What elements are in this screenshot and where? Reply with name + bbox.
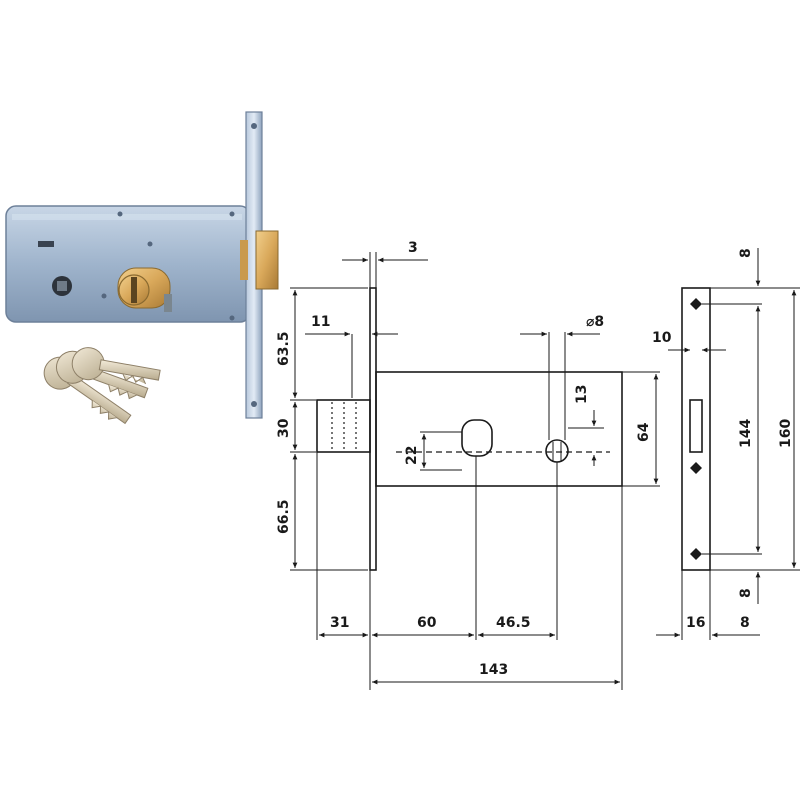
strike-dim-hole-span: 144 [738, 419, 754, 448]
dim-bottom: 66.5 [276, 499, 292, 534]
strike-dim-width: 10 [652, 330, 672, 346]
dim-faceplate-thickness: 3 [408, 240, 418, 256]
cylinder-outline [545, 439, 569, 463]
dim-cylinder-offset: 13 [574, 385, 590, 404]
strike-dim-bottom-margin: 8 [738, 588, 754, 598]
strike-dim-plate-width: 16 [686, 615, 705, 631]
dim-follower-height: 22 [404, 446, 420, 465]
dim-bolt-height: 30 [276, 418, 292, 438]
screw-hole-middle [690, 462, 702, 474]
bolt-outline [316, 399, 371, 453]
strike-slot [689, 399, 703, 453]
latch-bolt [255, 230, 279, 290]
strike-plate-outline [681, 287, 711, 571]
lock-photo [5, 111, 279, 419]
case-outline [375, 371, 623, 487]
slot [38, 241, 54, 247]
screw-hole-bottom [690, 548, 702, 560]
screw-hole-top [690, 298, 702, 310]
strike-dim-side-margin: 8 [740, 615, 750, 631]
front-view: 3 11 ⌀8 63.5 30 66.5 22 13 64 31 60 46.5… [276, 240, 660, 690]
follower-outline [461, 419, 493, 457]
dim-bolt-projection: 31 [330, 615, 349, 631]
keys [43, 347, 161, 425]
strike-view: 8 8 10 144 160 16 8 [652, 248, 800, 640]
dim-spacing: 46.5 [496, 615, 531, 631]
dim-bolt-offset: 11 [311, 314, 330, 330]
strike-dim-total-height: 160 [778, 419, 794, 448]
dim-case-height: 64 [636, 422, 652, 442]
lock-cylinder [117, 267, 172, 312]
dim-backset: 60 [417, 615, 437, 631]
strike-dim-top-margin: 8 [738, 248, 754, 258]
faceplate-outline [369, 287, 377, 571]
dim-cylinder-diameter: ⌀8 [586, 314, 604, 330]
dim-case-length: 143 [479, 662, 508, 678]
dim-top: 63.5 [276, 331, 292, 366]
